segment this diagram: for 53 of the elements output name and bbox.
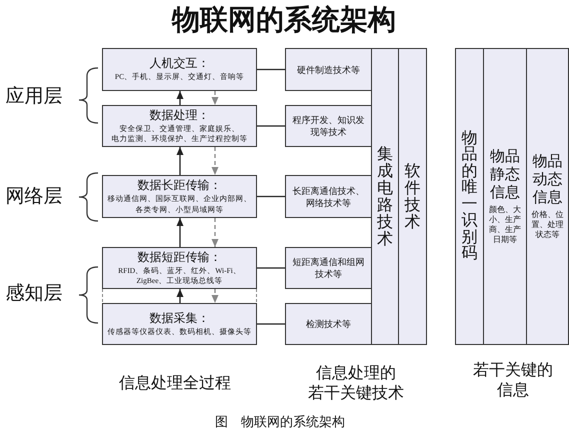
info-column bbox=[455, 48, 484, 345]
column-title: 物品的唯一识别码 bbox=[462, 130, 478, 262]
description-text: 检测技术等 bbox=[306, 318, 351, 330]
description-text: 短距离通信和组网技术等 bbox=[292, 256, 364, 280]
column-title: 软件技术 bbox=[404, 162, 420, 230]
description-text: 长距离通信技术、网络技术等 bbox=[292, 184, 364, 208]
connector-line bbox=[257, 68, 285, 70]
info-column bbox=[526, 48, 569, 345]
arrow bbox=[176, 147, 184, 175]
technology-box bbox=[285, 247, 372, 289]
arrow bbox=[212, 91, 218, 105]
connector-line bbox=[257, 125, 285, 127]
column-title: 物品静态信息 bbox=[490, 148, 520, 202]
heading-text: 数据处理： bbox=[150, 108, 210, 122]
heading-text: 数据短距传输： bbox=[138, 250, 222, 264]
column-label: 信息处理全过程 bbox=[119, 374, 231, 394]
process-box bbox=[102, 105, 257, 147]
arrow bbox=[176, 218, 184, 247]
layer-label: 感知层 bbox=[6, 283, 62, 305]
connector-line bbox=[257, 267, 285, 269]
description-text: 价格、位置、处理状态等 bbox=[532, 210, 564, 240]
process-box bbox=[102, 303, 257, 345]
technology-box bbox=[285, 48, 372, 91]
layer-label: 应用层 bbox=[6, 86, 62, 108]
process-box bbox=[102, 48, 257, 91]
column-label: 若干关键的信息 bbox=[473, 361, 553, 401]
technology-box bbox=[285, 105, 372, 147]
technology-column bbox=[398, 48, 427, 345]
arrow bbox=[176, 91, 184, 105]
technology-column bbox=[371, 48, 399, 345]
title: 物联网的系统架构 bbox=[172, 5, 396, 37]
process-box bbox=[102, 247, 257, 289]
column-title: 集成电路技术 bbox=[377, 146, 393, 248]
description-text: 颜色、大小、生产商、生产日期等 bbox=[489, 205, 521, 245]
technology-box bbox=[285, 303, 372, 345]
technology-box bbox=[285, 175, 372, 218]
heading-text: 人机交互： bbox=[150, 56, 210, 72]
heading-text: 数据长距传输： bbox=[138, 178, 222, 193]
description-text: 程序开发、知识发现等技术 bbox=[292, 114, 364, 138]
caption: 图 物联网的系统架构 bbox=[215, 414, 345, 430]
connector-line bbox=[257, 323, 285, 325]
column-label: 信息处理的若干关键技术 bbox=[308, 364, 404, 404]
heading-text: 数据采集： bbox=[150, 310, 210, 326]
arrow bbox=[212, 289, 218, 303]
arrow bbox=[212, 147, 218, 175]
column-title: 物品动态信息 bbox=[532, 153, 562, 207]
process-box bbox=[102, 175, 257, 218]
connector-line bbox=[257, 196, 285, 198]
layer-label: 网络层 bbox=[6, 186, 62, 208]
info-column bbox=[483, 48, 527, 345]
arrow bbox=[212, 218, 218, 247]
description-text: 硬件制造技术等 bbox=[297, 64, 360, 76]
arrow bbox=[176, 289, 184, 303]
